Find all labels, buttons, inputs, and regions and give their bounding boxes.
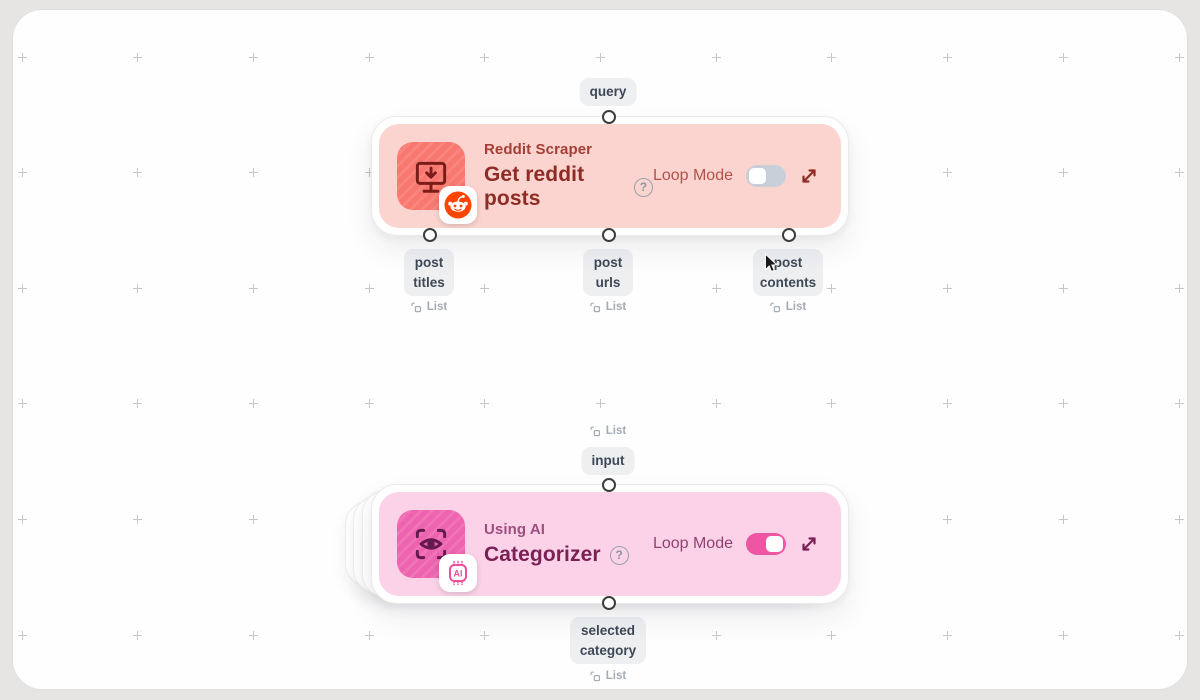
input-port-input[interactable] <box>602 478 616 492</box>
mouse-cursor <box>764 253 778 273</box>
port-label-post-titles: post titles <box>404 249 454 297</box>
port-label-post-urls: post urls <box>583 249 633 297</box>
node-categorizer[interactable]: AI Using AI Categorizer ? Loop Mode <box>371 478 849 610</box>
port-type-list: List <box>770 301 806 313</box>
toggle-knob <box>749 168 766 184</box>
port-type-list: List <box>411 301 447 313</box>
port-label-selected-category: selected category <box>570 617 646 665</box>
reddit-logo-badge <box>439 186 477 224</box>
node-category-label: Using AI <box>484 521 546 538</box>
toggle-knob <box>766 536 783 552</box>
loop-mode-label: Loop Mode <box>652 167 733 184</box>
port-type-list: List <box>590 670 626 682</box>
loop-mode-label: Loop Mode <box>652 535 733 552</box>
list-type-icon <box>590 426 600 436</box>
output-port-post-urls[interactable] <box>602 228 616 242</box>
port-label-post-contents: post contents <box>753 249 823 297</box>
help-icon[interactable]: ? <box>609 545 629 565</box>
output-port-post-contents[interactable] <box>782 228 796 242</box>
expand-icon[interactable] <box>799 166 819 186</box>
node-reddit-scraper[interactable]: Reddit Scraper Get reddit posts ? Loop M… <box>371 110 849 242</box>
help-icon[interactable]: ? <box>633 177 653 197</box>
svg-text:AI: AI <box>454 569 463 579</box>
workflow-canvas[interactable]: query <box>12 9 1188 690</box>
loop-mode-toggle[interactable] <box>746 165 786 187</box>
list-type-icon <box>411 302 421 312</box>
node-title: Get reddit posts <box>484 163 585 210</box>
loop-mode-toggle[interactable] <box>746 533 786 555</box>
input-port-query[interactable] <box>602 110 616 124</box>
expand-icon[interactable] <box>799 534 819 554</box>
scan-eye-icon: AI <box>397 510 477 592</box>
node-title: Categorizer <box>484 543 601 566</box>
port-type-list: List <box>590 301 626 313</box>
list-type-icon <box>770 302 780 312</box>
port-type-list: List <box>590 425 626 437</box>
list-type-icon <box>590 302 600 312</box>
output-port-post-titles[interactable] <box>423 228 437 242</box>
port-label-query: query <box>579 78 637 106</box>
list-type-icon <box>590 671 600 681</box>
ai-chip-badge: AI <box>439 554 477 592</box>
output-port-selected-category[interactable] <box>602 596 616 610</box>
node-category-label: Reddit Scraper <box>484 141 593 158</box>
port-label-input: input <box>581 447 635 475</box>
monitor-download-icon <box>397 142 477 224</box>
